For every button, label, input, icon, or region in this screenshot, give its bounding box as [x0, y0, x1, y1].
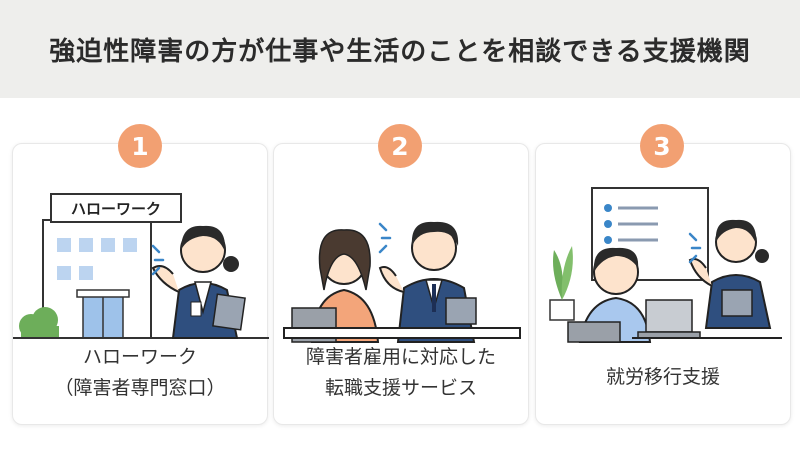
support-card-hello-work: ハローワーク — [12, 143, 269, 425]
bush-icon — [19, 307, 59, 338]
card-caption: ハローワーク （障害者専門窓口） — [13, 342, 267, 404]
title-banner: 強迫性障害の方が仕事や生活のことを相談できる支援機関 — [0, 0, 800, 98]
caption-line-1: ハローワーク — [82, 346, 197, 368]
support-card-job-change-service: 障害者雇用に対応した 転職支援サービス — [273, 143, 529, 425]
caption-line-1: 障害者雇用に対応した — [305, 346, 496, 368]
staff-man-icon — [378, 221, 477, 343]
trainee-man-icon — [567, 247, 652, 343]
step-badge-3: 3 — [640, 124, 684, 168]
staff-woman-icon — [688, 219, 772, 329]
speech-lines-icon — [151, 244, 165, 276]
card-caption: 障害者雇用に対応した 転職支援サービス — [274, 342, 528, 404]
desk-icon — [283, 327, 521, 339]
plant-icon — [549, 246, 575, 321]
client-woman-icon — [291, 229, 380, 343]
caption-line-2: 転職支援サービス — [324, 377, 477, 399]
speech-lines-icon — [688, 232, 702, 264]
support-card-transition-support: 就労移行支援 — [535, 143, 791, 425]
caption-line-1: 就労移行支援 — [605, 366, 720, 388]
page-title: 強迫性障害の方が仕事や生活のことを相談できる支援機関 — [49, 36, 751, 67]
consultation-illustration — [283, 221, 521, 343]
step-badge-1: 1 — [118, 124, 162, 168]
speech-lines-icon — [378, 222, 392, 254]
building-icon: ハローワーク — [42, 193, 182, 339]
laptop-icon — [637, 299, 701, 339]
step-badge-2: 2 — [378, 124, 422, 168]
hello-work-illustration: ハローワーク — [13, 193, 269, 339]
card-caption: 就労移行支援 — [536, 362, 790, 393]
building-sign-text: ハローワーク — [71, 200, 161, 218]
caption-line-2: （障害者専門窓口） — [54, 377, 226, 399]
training-illustration — [549, 187, 782, 343]
staff-woman-icon — [151, 225, 246, 339]
